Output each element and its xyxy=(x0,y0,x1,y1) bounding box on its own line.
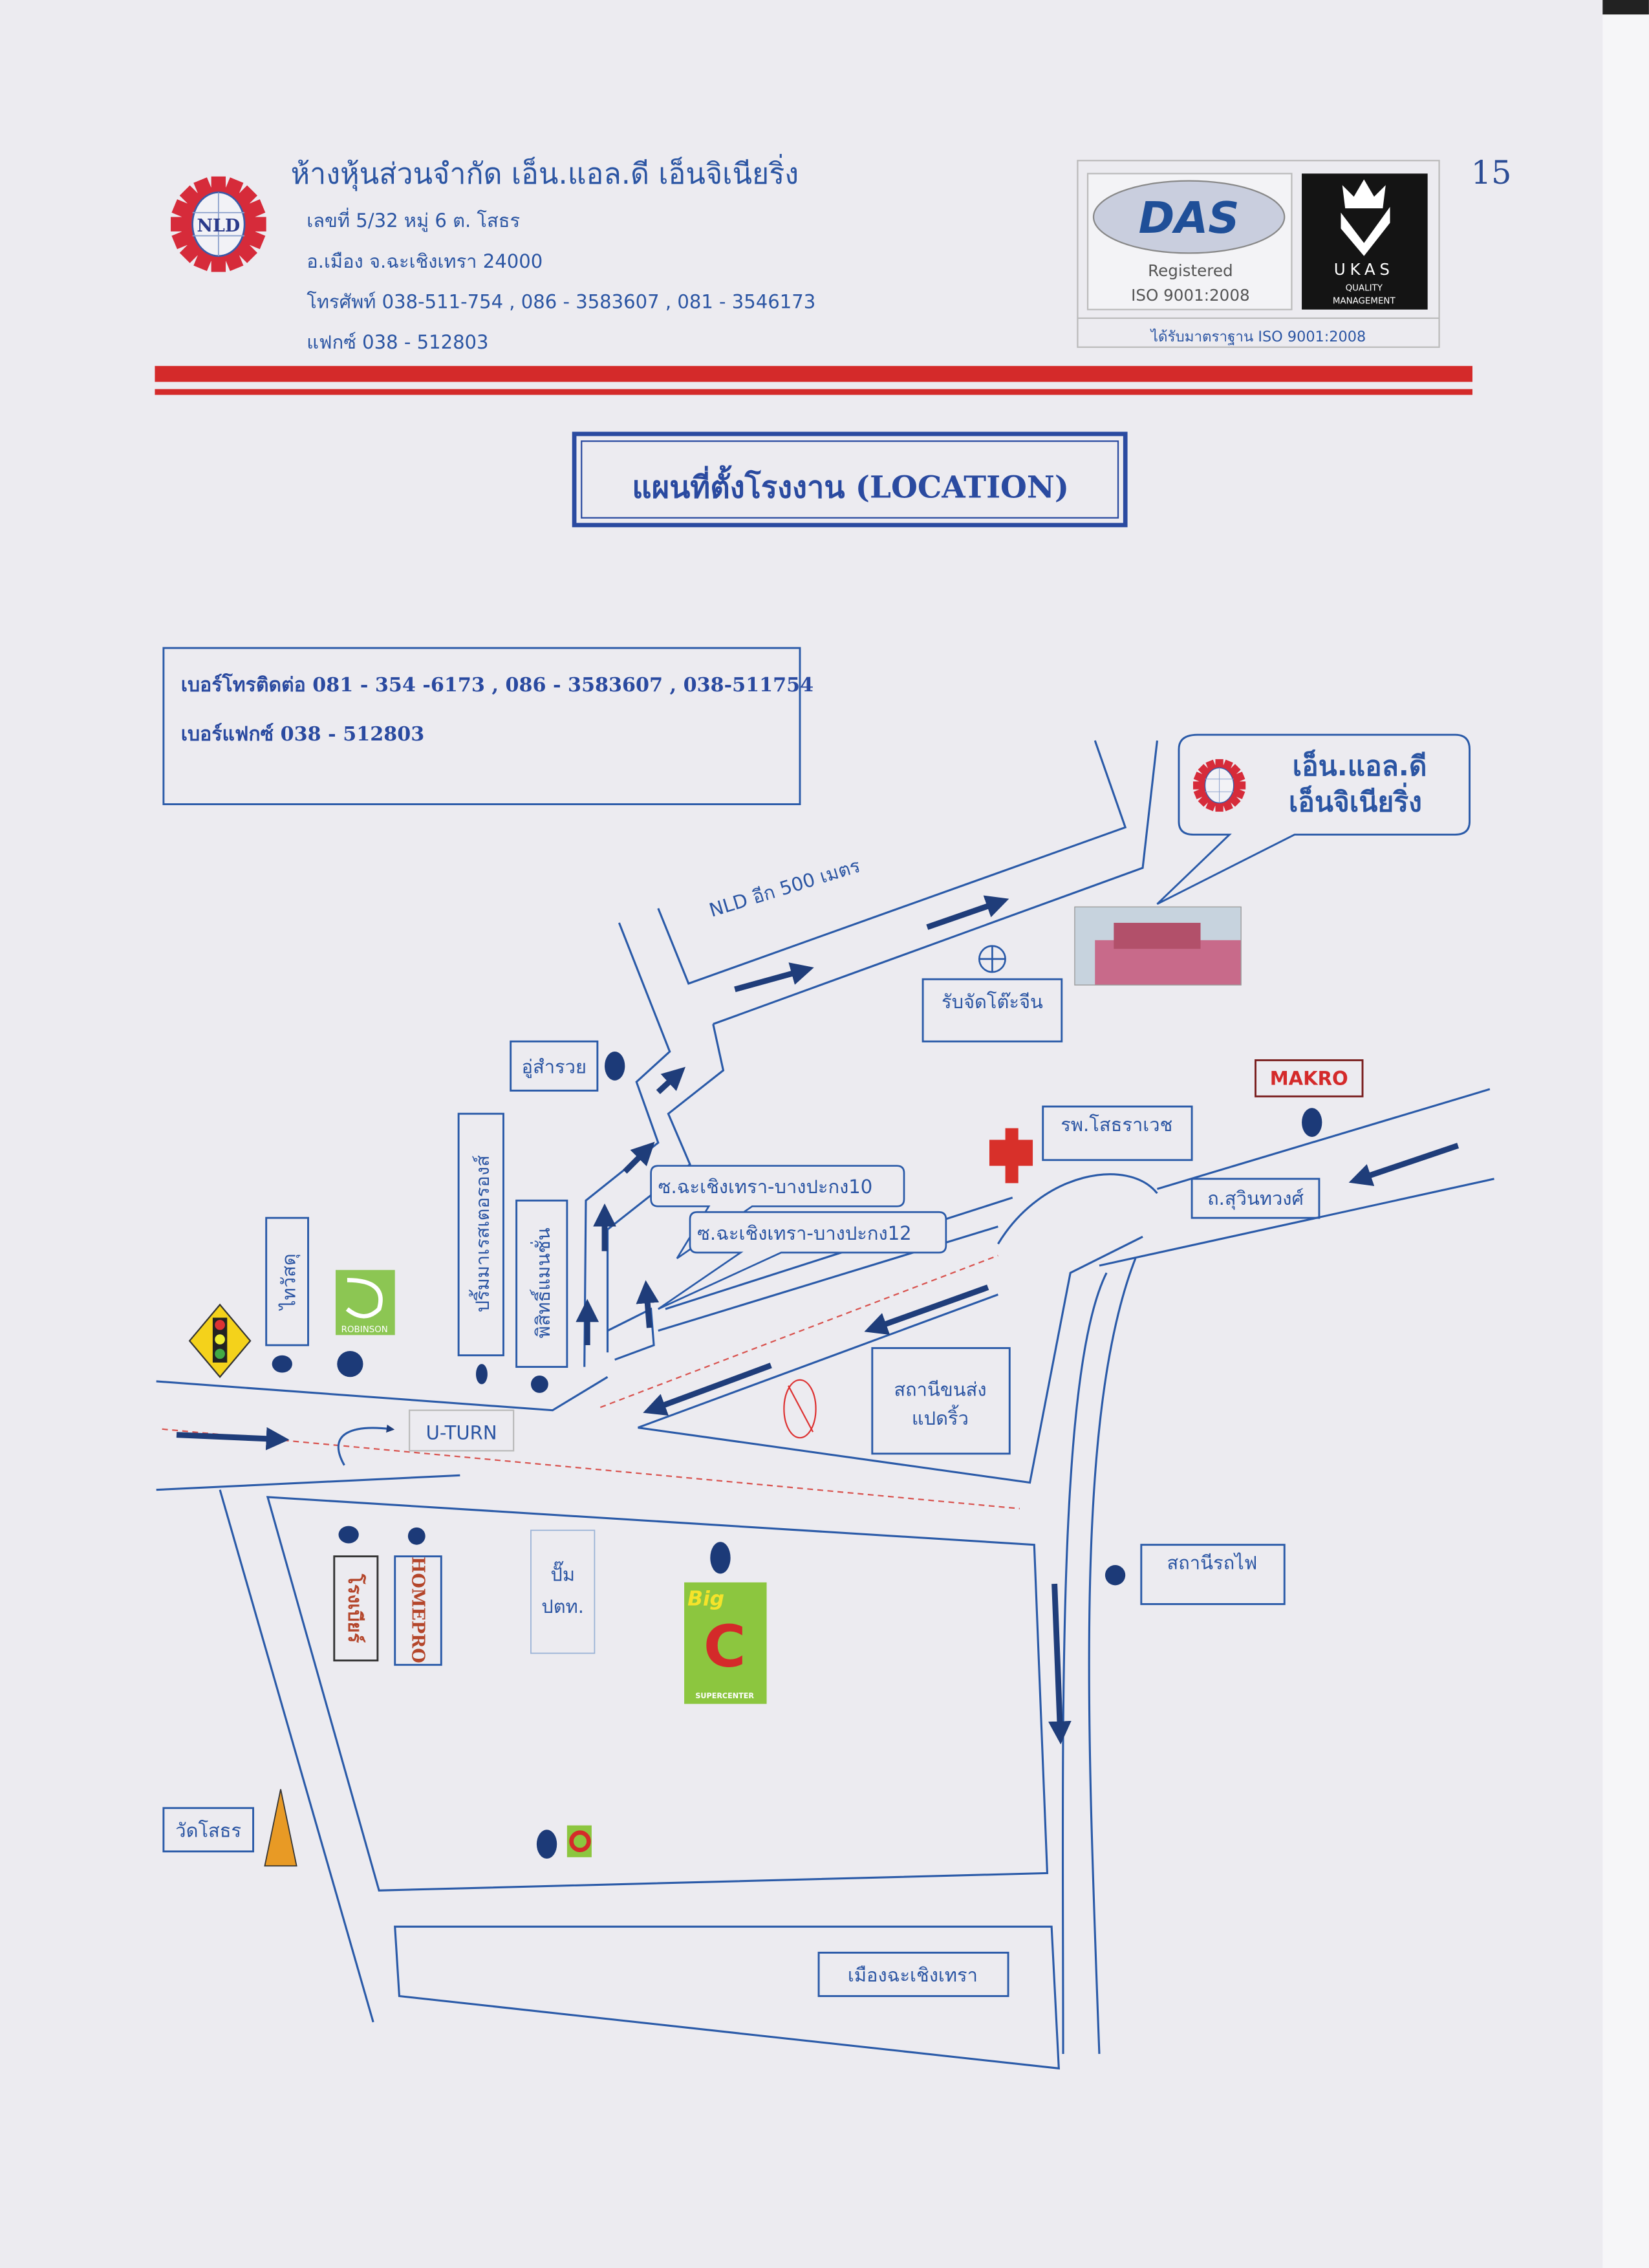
ukas-text: UKAS xyxy=(1334,260,1394,279)
logo-text: NLD xyxy=(197,216,241,236)
soi12-label: ซ.ฉะเชิงเทรา-บางปะกง12 xyxy=(697,1222,912,1244)
location-dot xyxy=(530,1376,548,1393)
contact-phone: เบอร์โทรติดต่อ 081 - 354 -6173 , 086 - 3… xyxy=(181,673,814,697)
nld-distance-label: NLD อีก 500 เมตร xyxy=(707,854,863,921)
thaiwatsadu-label: ไทวัสดุ xyxy=(277,1253,300,1311)
address-line-2: อ.เมือง จ.ฉะเชิงเทรา 24000 xyxy=(307,250,543,272)
chinese-table-label: รับจัดโต๊ะจีน xyxy=(942,991,1043,1013)
location-dot xyxy=(407,1527,426,1545)
page-edge xyxy=(1602,0,1649,2268)
restaurant-label: ปริ้มมาเรสเตอรองส์ xyxy=(469,1155,493,1312)
das-iso: ISO 9001:2008 xyxy=(1131,286,1250,305)
page-title-box: แผนที่ตั้งโรงงาน (LOCATION) xyxy=(572,431,1128,528)
robinson-logo: ROBINSON xyxy=(336,1269,395,1335)
uturn-label: U-TURN xyxy=(426,1421,497,1443)
hospital-label: รพ.โสธราเวช xyxy=(1061,1114,1172,1136)
location-dot xyxy=(710,1542,731,1574)
das-logo-text: DAS xyxy=(1139,193,1240,243)
temple-icon xyxy=(264,1789,297,1867)
location-dot xyxy=(1302,1108,1322,1137)
nld-logo-icon xyxy=(1192,759,1246,812)
contact-fax: เบอร์แฟกซ์ 038 - 512803 xyxy=(181,722,425,746)
certification-block: DAS Registered ISO 9001:2008 UKAS QUALIT… xyxy=(1077,160,1440,348)
soi10-label: ซ.ฉะเชิงเทรา-บางปะกง10 xyxy=(658,1176,873,1198)
fax-line: แฟกซ์ 038 - 512803 xyxy=(307,331,488,353)
makro-label: MAKRO xyxy=(1270,1067,1348,1089)
location-dot xyxy=(475,1364,488,1385)
garage-label: อู่สำรวย xyxy=(522,1056,587,1079)
das-registered: Registered xyxy=(1148,261,1233,280)
city-label: เมืองฉะเชิงเทรา xyxy=(848,1964,978,1986)
phone-line: โทรศัพท์ 038-511-754 , 086 - 3583607 , 0… xyxy=(307,290,815,312)
cert-caption: ได้รับมาตราฐาน ISO 9001:2008 xyxy=(1150,329,1366,345)
ukas-quality: QUALITY xyxy=(1346,284,1383,294)
company-logo: NLD xyxy=(169,175,268,273)
hospital-cross-icon xyxy=(989,1128,1033,1183)
address-line-1: เลขที่ 5/32 หมู่ 6 ต. โสธร xyxy=(307,208,520,232)
train-station-label: สถานีรถไฟ xyxy=(1167,1552,1257,1574)
direction-arrows xyxy=(176,895,1460,1745)
bigc-supercenter: SUPERCENTER xyxy=(695,1692,754,1700)
bigc-logo: Big C SUPERCENTER xyxy=(684,1582,767,1704)
location-dot xyxy=(1105,1565,1126,1586)
location-dot xyxy=(272,1355,292,1373)
bigc-c: C xyxy=(704,1614,746,1681)
mini-bigc-icon xyxy=(566,1825,592,1857)
temple-label: วัดโสธร xyxy=(175,1819,241,1841)
location-dot xyxy=(338,1526,359,1544)
crosshair-icon xyxy=(978,945,1006,973)
header-divider-thin xyxy=(155,389,1472,395)
location-dot xyxy=(536,1830,557,1859)
page-title: แผนที่ตั้งโรงงาน (LOCATION) xyxy=(632,464,1069,505)
brewery-label: โรงเบียร์ xyxy=(344,1573,367,1643)
bigc-big: Big xyxy=(687,1588,724,1611)
bus-station-label-1: สถานีขนส่ง xyxy=(894,1378,986,1400)
check-icon xyxy=(1341,206,1390,256)
roads xyxy=(156,740,1494,2070)
mansion-label: พิสิทธิ์แมนชั่น xyxy=(530,1227,554,1338)
location-dot xyxy=(605,1052,625,1081)
nld-callout: เอ็น.แอล.ดี เอ็นจิเนียริ่ง xyxy=(1156,733,1471,905)
ptt-label-1: ปั๊ม xyxy=(550,1561,575,1586)
contact-box: เบอร์โทรติดต่อ 081 - 354 -6173 , 086 - 3… xyxy=(162,647,814,806)
location-dot xyxy=(337,1350,363,1377)
robinson-text: ROBINSON xyxy=(341,1325,388,1335)
factory-photo xyxy=(1074,906,1242,986)
traffic-light-sign-icon xyxy=(188,1303,252,1378)
header-divider-thick xyxy=(155,365,1472,382)
page-number: 15 xyxy=(1471,154,1512,191)
homepro-label: HOMEPRO xyxy=(408,1557,428,1663)
crown-icon xyxy=(1342,179,1386,209)
bus-station-label-2: แปดริ้ว xyxy=(912,1405,969,1429)
callout-line-2: เอ็นจิเนียริ่ง xyxy=(1289,783,1422,819)
company-name: ห้างหุ้นส่วนจำกัด เอ็น.แอล.ดี เอ็นจิเนีย… xyxy=(291,154,799,191)
das-globe-icon xyxy=(1092,180,1286,254)
suwinthawong-road-label: ถ.สุวินทวงศ์ xyxy=(1207,1187,1304,1210)
ukas-management: MANAGEMENT xyxy=(1333,297,1396,307)
no-entry-icon xyxy=(783,1379,817,1439)
ptt-label-2: ปตท. xyxy=(541,1595,584,1617)
callout-line-1: เอ็น.แอล.ดี xyxy=(1293,750,1427,783)
